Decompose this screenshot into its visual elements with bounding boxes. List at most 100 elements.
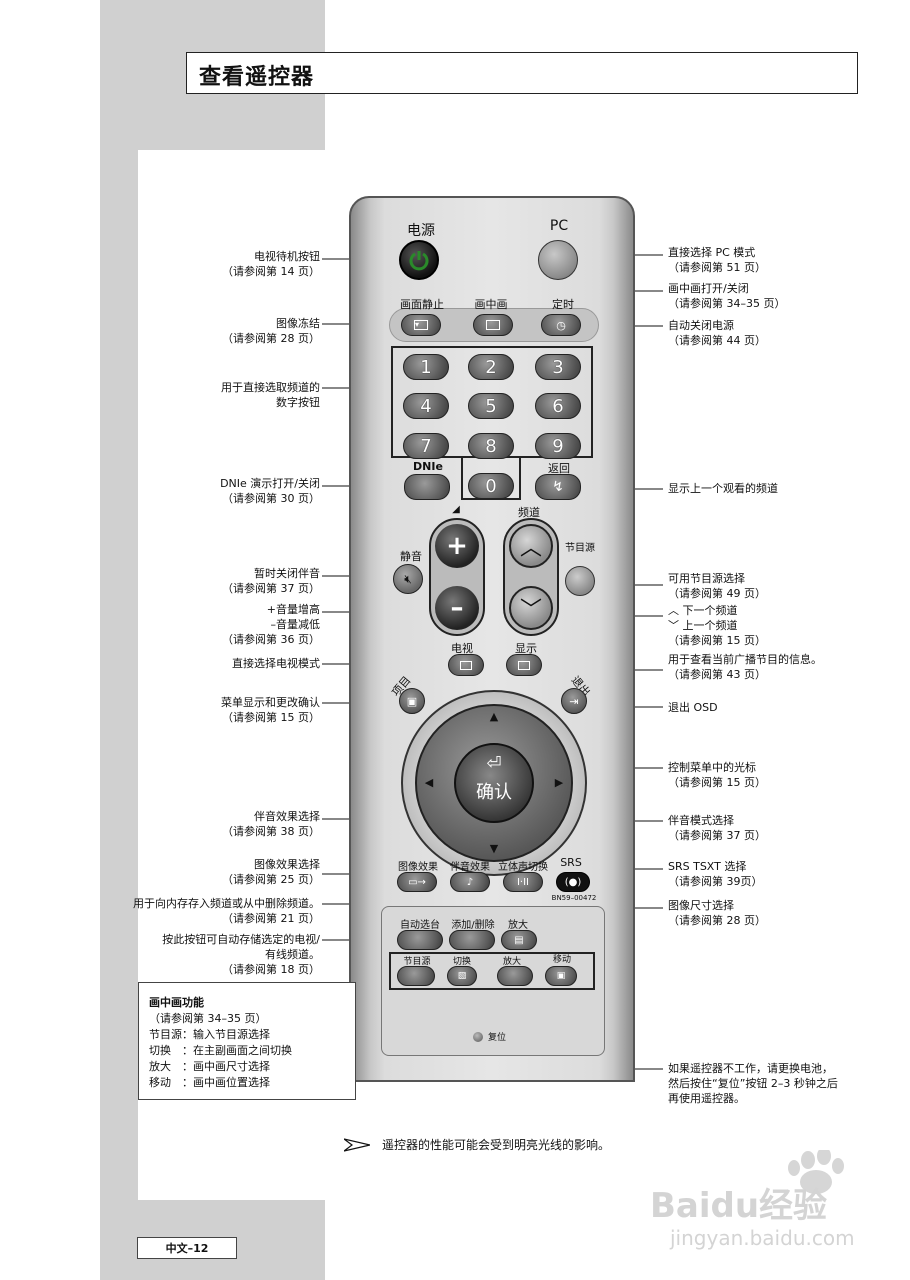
enter-icon: ⏎ — [486, 753, 502, 774]
label-menu: 菜单显示和更改确认（请参阅第 15 页） — [221, 696, 320, 724]
reset-button[interactable] — [473, 1032, 483, 1042]
pip-button[interactable] — [473, 314, 513, 336]
pip-box-line: 切换 ：在主副画面之间切换 — [149, 1044, 292, 1057]
zoom-icon: ▤ — [514, 934, 524, 946]
watermark-brand: Baidu经验 — [650, 1186, 828, 1226]
timer-label: 定时 — [552, 298, 574, 311]
tv-button[interactable] — [448, 654, 484, 676]
label-pc: 直接选择 PC 模式（请参阅第 51 页） — [668, 246, 766, 274]
label-exit: 退出 OSD — [668, 701, 718, 714]
zoom-button[interactable]: ▤ — [501, 930, 537, 950]
pip-swap-button[interactable]: ▧ — [447, 966, 477, 986]
pip-label: 画中画 — [474, 298, 508, 311]
pip-move-button[interactable]: ▣ — [545, 966, 577, 986]
source-button[interactable] — [565, 566, 595, 596]
tv-label: 电视 — [451, 642, 473, 655]
timer-button[interactable]: ◷ — [541, 314, 581, 336]
display-button[interactable] — [506, 654, 542, 676]
label-picture-effect: 图像效果选择（请参阅第 25 页） — [222, 858, 320, 886]
label-sound-mode: 伴音模式选择（请参阅第 37 页） — [668, 814, 766, 842]
enter-label: 确认 — [476, 782, 512, 803]
stereo-label: 立体声切换 — [498, 862, 548, 873]
channel-down-button[interactable]: ﹀ — [509, 586, 553, 630]
return-button[interactable]: ↯ — [535, 474, 581, 500]
number-button-7[interactable]: 7 — [403, 433, 449, 459]
enter-button[interactable] — [454, 743, 534, 823]
freeze-label: 画面静止 — [400, 298, 444, 311]
stereo-button[interactable]: I·II — [503, 872, 543, 892]
auto-program-button[interactable] — [397, 930, 443, 950]
srs-icon: (●) — [564, 876, 582, 888]
number-button-6[interactable]: 6 — [535, 393, 581, 419]
sound-effect-icon: ♪ — [466, 876, 474, 888]
label-dnie: DNIe 演示打开/关闭（请参阅第 30 页） — [220, 477, 320, 505]
pip-move-label: 移动 — [552, 955, 571, 965]
note-text: 遥控器的性能可能会受到明亮光线的影响。 — [382, 1138, 611, 1152]
add-delete-button[interactable] — [449, 930, 495, 950]
power-label: 电源 — [407, 223, 435, 239]
source-label: 节目源 — [565, 543, 595, 554]
srs-label: SRS — [560, 856, 582, 869]
label-channel: ︿ 下一个频道﹀ 上一个频道（请参阅第 15 页） — [668, 604, 766, 647]
freeze-icon: ▾ — [414, 320, 428, 330]
sound-effect-button[interactable]: ♪ — [450, 872, 490, 892]
model-number: BN59–00472 — [551, 894, 597, 902]
label-source: 可用节目源选择（请参阅第 49 页） — [668, 572, 766, 600]
channel-label: 频道 — [518, 506, 540, 519]
picture-effect-label: 图像效果 — [398, 862, 438, 873]
add-delete-label: 添加/删除 — [451, 920, 495, 931]
label-timer: 自动关闭电源（请参阅第 44 页） — [668, 319, 766, 347]
dpad-down-arrow-icon[interactable]: ▼ — [489, 842, 499, 855]
number-button-2[interactable]: 2 — [468, 354, 514, 380]
label-srs: SRS TSXT 选择（请参阅第 39页） — [668, 860, 763, 888]
label-display: 用于查看当前广播节目的信息。（请参阅第 43 页） — [668, 653, 822, 681]
pip-source-label: 节目源 — [403, 957, 431, 967]
channel-up-button[interactable]: ︿ — [509, 524, 553, 568]
number-button-5[interactable]: 5 — [468, 393, 514, 419]
page-number: 中文–12 — [137, 1237, 237, 1259]
dpad-left-arrow-icon[interactable]: ◀ — [424, 776, 434, 789]
return-label: 返回 — [548, 462, 570, 475]
power-button[interactable] — [399, 240, 439, 280]
dpad-up-arrow-icon[interactable]: ▲ — [489, 710, 499, 723]
arrow-icon — [344, 1137, 370, 1152]
pip-size-button[interactable] — [497, 966, 533, 986]
clock-icon: ◷ — [556, 318, 566, 332]
watermark: Baidu经验 jingyan.baidu.com — [650, 1147, 880, 1260]
menu-icon: ▣ — [406, 694, 418, 708]
pip-source-button[interactable] — [397, 966, 435, 986]
watermark-url: jingyan.baidu.com — [670, 1226, 855, 1250]
number-pad-zero-outline — [461, 456, 521, 500]
page-title-box: 查看遥控器 — [186, 52, 858, 94]
return-icon: ↯ — [552, 479, 564, 495]
pc-label: PC — [549, 218, 569, 234]
mute-button[interactable]: 🔇︎ — [393, 564, 423, 594]
dpad-right-arrow-icon[interactable]: ▶ — [554, 776, 564, 789]
info-icon — [518, 660, 530, 670]
number-button-1[interactable]: 1 — [403, 354, 449, 380]
tv-icon — [460, 660, 472, 670]
note: 遥控器的性能可能会受到明亮光线的影响。 — [344, 1136, 610, 1153]
volume-up-button[interactable]: + — [435, 524, 479, 568]
pip-function-box: 画中画功能 （请参阅第 34–35 页） 节目源：输入节目源选择 切换 ：在主副… — [138, 982, 356, 1100]
label-number-buttons: 用于直接选取频道的数字按钮 — [221, 381, 320, 409]
pip-icon — [486, 320, 500, 330]
number-button-4[interactable]: 4 — [403, 393, 449, 419]
pip-box-line: 移动 ：画中画位置选择 — [149, 1076, 270, 1089]
pip-box-title: 画中画功能 — [149, 996, 204, 1009]
volume-indicator-icon: ◢ — [452, 504, 460, 515]
exit-button[interactable]: ⇥ — [561, 688, 587, 714]
number-button-8[interactable]: 8 — [468, 433, 514, 459]
menu-button[interactable]: ▣ — [399, 688, 425, 714]
number-button-3[interactable]: 3 — [535, 354, 581, 380]
srs-button[interactable]: (●) — [556, 872, 590, 892]
number-button-0[interactable]: 0 — [468, 473, 514, 499]
number-button-9[interactable]: 9 — [535, 433, 581, 459]
pc-button[interactable] — [538, 240, 578, 280]
volume-down-button[interactable]: – — [435, 586, 479, 630]
freeze-button[interactable]: ▾ — [401, 314, 441, 336]
reset-label: 复位 — [487, 1033, 506, 1043]
label-freeze: 图像冻结（请参阅第 28 页） — [222, 317, 320, 345]
picture-effect-button[interactable]: ▭→ — [397, 872, 437, 892]
dnie-button[interactable] — [404, 474, 450, 500]
